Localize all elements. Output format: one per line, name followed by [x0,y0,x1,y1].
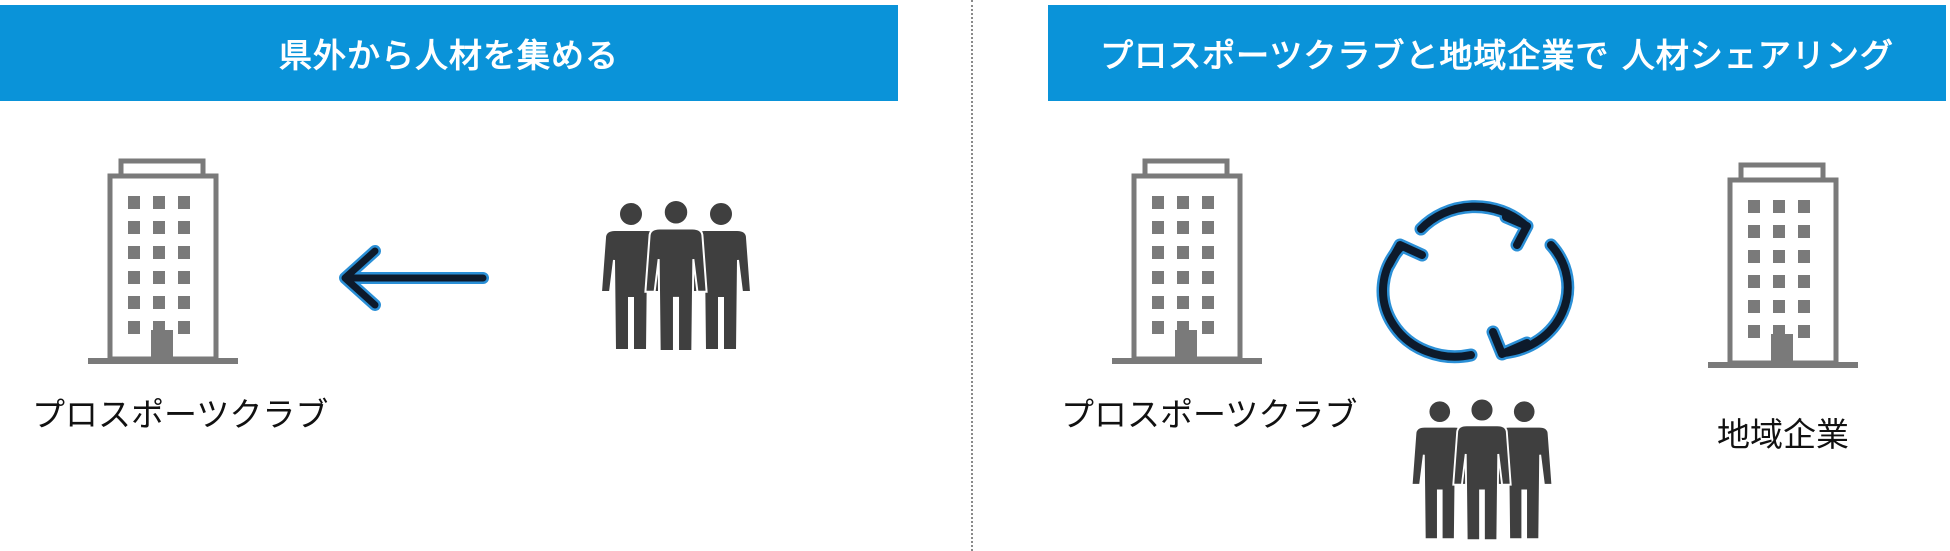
cycle-arrows-icon [1376,200,1575,364]
left-panel-title-banner: 県外から人材を集める [0,5,898,101]
arrow-left-icon [339,245,489,311]
left-club-label: プロスポーツクラブ [32,395,329,434]
panel-divider [971,0,973,551]
people-group-icon [599,199,753,352]
right-club-label: プロスポーツクラブ [1061,395,1358,434]
right-panel-title-banner: プロスポーツクラブと地域企業で 人材シェアリング [1048,5,1946,101]
people-group-icon [1410,397,1554,542]
building-icon [88,158,238,364]
building-icon [1708,162,1858,368]
building-icon [1112,158,1262,364]
right-company-label: 地域企業 [1717,415,1849,454]
left-panel-title: 県外から人材を集める [279,36,619,75]
right-panel-title: プロスポーツクラブと地域企業で 人材シェアリング [1100,36,1894,75]
